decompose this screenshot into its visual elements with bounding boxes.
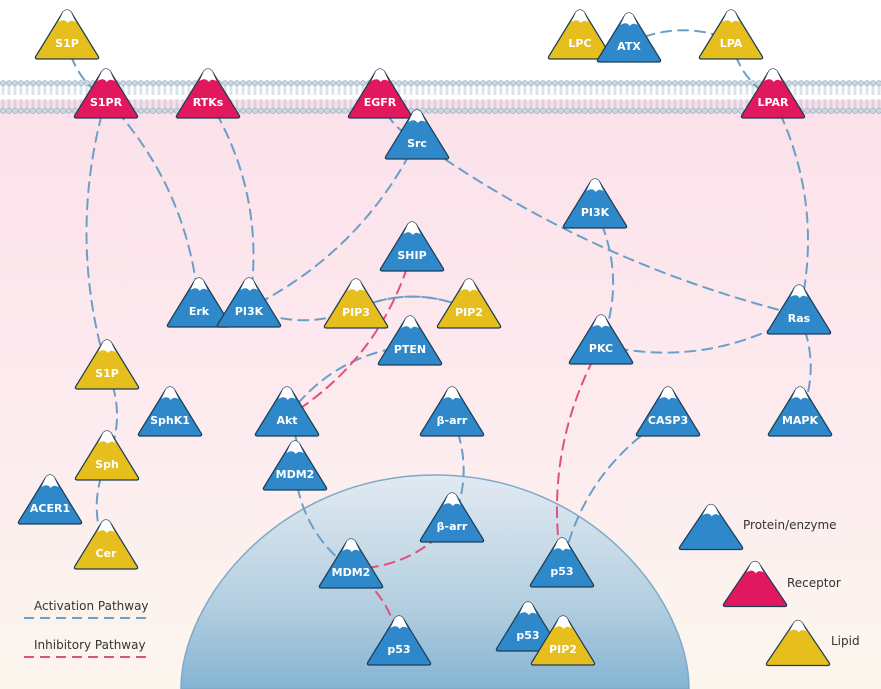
node-label-s1p-top: S1P [55, 37, 79, 50]
legend-protein-triangle [678, 503, 744, 551]
node-b-arr-2: β-arr [419, 492, 485, 543]
node-label-pi3k-right: PI3K [581, 206, 610, 219]
node-label-cer: Cer [96, 547, 118, 560]
node-mapk: MAPK [767, 386, 833, 437]
edge-pi3k-left-to-pip3 [248, 307, 357, 322]
node-label-acer1: ACER1 [30, 502, 70, 515]
edge-b-arr-1-to-b-arr-2 [451, 416, 465, 524]
node-label-akt: Akt [276, 414, 297, 427]
node-pten: PTEN [377, 315, 443, 366]
node-label-src: Src [407, 137, 427, 150]
node-label-p53-1: p53 [387, 643, 410, 656]
node-pip2-nuc: PIP2 [530, 615, 596, 666]
node-ras: Ras [766, 284, 832, 335]
node-lpar: LPAR [740, 68, 806, 119]
node-label-pten: PTEN [394, 343, 426, 356]
legend-receptor-icon [722, 560, 788, 608]
node-acer1: ACER1 [17, 474, 83, 525]
node-mdm2-2: MDM2 [318, 538, 384, 589]
node-label-lpa: LPA [720, 37, 743, 50]
legend-receptor-triangle [722, 560, 788, 608]
node-label-sph: Sph [95, 458, 119, 471]
edge-src-to-ras [416, 139, 800, 316]
node-label-ras: Ras [788, 312, 811, 325]
node-label-p53-2: p53 [550, 565, 573, 578]
node-sphk1: SphK1 [137, 386, 203, 437]
node-s1pr: S1PR [73, 68, 139, 119]
node-p53-1: p53 [366, 615, 432, 666]
node-label-pip2-nuc: PIP2 [549, 643, 577, 656]
node-akt: Akt [254, 386, 320, 437]
node-label-pkc: PKC [589, 342, 613, 355]
node-p53-2: p53 [529, 537, 595, 588]
node-pi3k-left: PI3K [216, 277, 282, 328]
node-cer: Cer [73, 519, 139, 570]
node-label-s1p-mid: S1P [95, 367, 119, 380]
legend-protein-icon [678, 503, 744, 551]
node-label-pip3: PIP3 [342, 306, 370, 319]
legend-inhibition-label: Inhibitory Pathway [34, 638, 146, 652]
node-pi3k-right: PI3K [562, 178, 628, 229]
node-label-erk: Erk [189, 305, 210, 318]
node-src: Src [384, 109, 450, 160]
edge-src-to-pi3k-left [248, 139, 418, 309]
node-label-s1pr: S1PR [90, 96, 123, 109]
node-lpa: LPA [698, 9, 764, 60]
node-sph: Sph [74, 430, 140, 481]
node-ship: SHIP [379, 221, 445, 272]
node-label-egfr: EGFR [364, 96, 397, 109]
legend: Activation Pathway Inhibitory Pathway Pr… [24, 503, 860, 667]
legend-protein-label: Protein/enzyme [743, 518, 837, 532]
node-label-atx: ATX [617, 40, 641, 53]
node-s1p-top: S1P [34, 9, 100, 60]
edge-s1pr-to-s1p-mid [85, 98, 108, 371]
node-atx: ATX [596, 12, 662, 63]
node-label-b-arr-1: β-arr [437, 414, 468, 427]
node-p53-3: p53 [495, 601, 561, 652]
legend-lipid-icon [765, 619, 831, 667]
node-label-pip2: PIP2 [455, 306, 483, 319]
node-s1p-mid: S1P [74, 339, 140, 390]
legend-receptor-label: Receptor [787, 576, 841, 590]
edge-lpar-to-ras [772, 98, 809, 316]
edge-ship-to-akt [286, 251, 413, 418]
node-label-p53-3: p53 [516, 629, 539, 642]
node-label-mapk: MAPK [782, 414, 819, 427]
legend-lipid-triangle [765, 619, 831, 667]
node-pip2: PIP2 [436, 278, 502, 329]
node-casp3: CASP3 [635, 386, 701, 437]
node-label-pi3k-left: PI3K [235, 305, 264, 318]
legend-activation-label: Activation Pathway [34, 599, 149, 613]
node-b-arr-1: β-arr [419, 386, 485, 437]
node-label-lpc: LPC [568, 37, 591, 50]
node-label-lpar: LPAR [757, 96, 789, 109]
node-label-casp3: CASP3 [648, 414, 688, 427]
node-rtks: RTKs [175, 68, 241, 119]
cell-membrane [0, 80, 881, 114]
node-mdm2-1: MDM2 [262, 440, 328, 491]
node-label-b-arr-2: β-arr [437, 520, 468, 533]
edge-s1pr-to-erk [105, 98, 200, 309]
node-label-mdm2-2: MDM2 [332, 566, 371, 579]
node-label-ship: SHIP [397, 249, 426, 262]
node-label-rtks: RTKs [193, 96, 224, 109]
node-pkc: PKC [568, 314, 634, 365]
node-pip3: PIP3 [323, 278, 389, 329]
node-label-mdm2-1: MDM2 [276, 468, 315, 481]
legend-lipid-label: Lipid [831, 634, 860, 648]
node-label-sphk1: SphK1 [150, 414, 190, 427]
